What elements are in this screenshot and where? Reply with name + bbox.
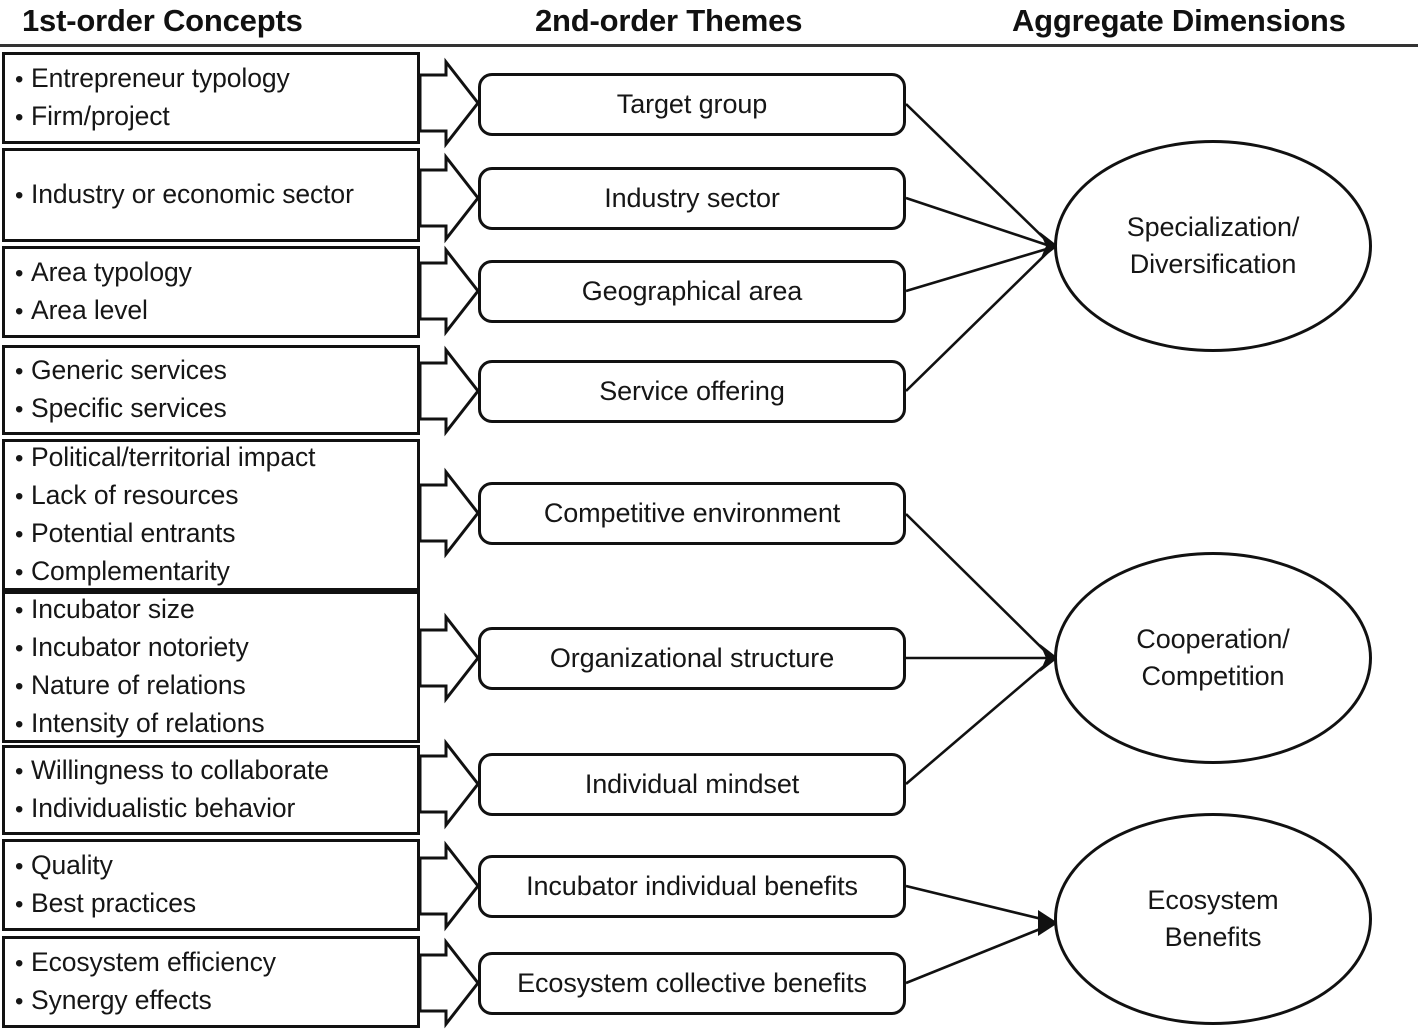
theme-label: Competitive environment — [543, 498, 841, 528]
concept-item: Area typology — [15, 254, 417, 292]
dimension-ellipse[interactable]: Cooperation/ Competition — [1054, 552, 1372, 764]
concept-item: Quality — [15, 847, 417, 885]
concept-item: Ecosystem efficiency — [15, 944, 417, 982]
block-arrow-c9-t9 — [418, 937, 480, 1029]
concept-item: Complementarity — [15, 553, 417, 591]
link-t3-d1 — [905, 246, 1051, 293]
theme-box[interactable]: Service offering — [478, 360, 906, 423]
link-t8-d3 — [905, 884, 1051, 923]
theme-label: Individual mindset — [584, 769, 800, 799]
block-arrow-c3-t3 — [418, 245, 480, 337]
block-arrow-c8-t8 — [418, 840, 480, 932]
dimension-label-line2: Benefits — [1164, 922, 1262, 952]
concept-item: Generic services — [15, 352, 417, 390]
block-arrow-c5-t5 — [418, 467, 480, 559]
concept-box[interactable]: Quality Best practices — [2, 839, 420, 931]
link-t2-d1 — [905, 196, 1051, 248]
theme-label: Geographical area — [581, 276, 803, 306]
column-header-second-order: 2nd-order Themes — [535, 3, 803, 38]
concept-box[interactable]: Entrepreneur typology Firm/project — [2, 52, 420, 144]
concept-box[interactable]: Political/territorial impact Lack of res… — [2, 439, 420, 591]
theme-box[interactable]: Individual mindset — [478, 753, 906, 816]
dimension-label-line2: Competition — [1141, 661, 1285, 691]
dimension-ellipse[interactable]: Ecosystem Benefits — [1054, 813, 1372, 1025]
theme-label: Organizational structure — [549, 643, 835, 673]
concept-item: Firm/project — [15, 98, 417, 136]
concept-item: Entrepreneur typology — [15, 60, 417, 98]
concept-item: Incubator notoriety — [15, 629, 417, 667]
concept-item: Political/territorial impact — [15, 439, 417, 477]
concept-item: Potential entrants — [15, 515, 417, 553]
concept-item: Industry or economic sector — [15, 176, 417, 214]
concept-box[interactable]: Willingness to collaborate Individualist… — [2, 745, 420, 835]
concept-item: Intensity of relations — [15, 705, 417, 743]
block-arrow-c2-t2 — [418, 152, 480, 244]
theme-box[interactable]: Incubator individual benefits — [478, 855, 906, 918]
column-header-first-order: 1st-order Concepts — [22, 3, 303, 38]
link-t1-d1 — [905, 103, 1051, 245]
link-t9-d3 — [905, 923, 1051, 985]
block-arrow-c4-t4 — [418, 345, 480, 437]
concept-item: Nature of relations — [15, 667, 417, 705]
concept-item: Incubator size — [15, 591, 417, 629]
concept-item: Lack of resources — [15, 477, 417, 515]
theme-label: Service offering — [599, 376, 785, 406]
block-arrow-c1-t1 — [418, 57, 480, 149]
link-t4-d1 — [905, 249, 1051, 392]
concept-box[interactable]: Industry or economic sector — [2, 148, 420, 242]
column-header-aggregate-dimensions: Aggregate Dimensions — [1012, 3, 1346, 38]
dimension-label-line1: Ecosystem — [1147, 885, 1279, 915]
theme-box[interactable]: Organizational structure — [478, 627, 906, 690]
dimension-label-line1: Cooperation/ — [1136, 624, 1290, 654]
theme-label: Target group — [616, 89, 768, 119]
theme-box[interactable]: Ecosystem collective benefits — [478, 952, 906, 1015]
concept-item: Synergy effects — [15, 982, 417, 1020]
concept-box[interactable]: Ecosystem efficiency Synergy effects — [2, 936, 420, 1028]
concept-box[interactable]: Generic services Specific services — [2, 345, 420, 435]
concept-box[interactable]: Incubator size Incubator notoriety Natur… — [2, 591, 420, 743]
concept-item: Area level — [15, 292, 417, 330]
theme-box[interactable]: Competitive environment — [478, 482, 906, 545]
theme-label: Incubator individual benefits — [526, 871, 858, 901]
theme-box[interactable]: Target group — [478, 73, 906, 136]
concept-box[interactable]: Area typology Area level — [2, 246, 420, 338]
link-t7-d2 — [905, 660, 1051, 785]
header-divider-rule — [0, 44, 1418, 47]
theme-box[interactable]: Geographical area — [478, 260, 906, 323]
concept-item: Specific services — [15, 390, 417, 428]
theme-label: Ecosystem collective benefits — [517, 968, 867, 998]
dimension-label-line1: Specialization/ — [1126, 212, 1300, 242]
concept-item: Willingness to collaborate — [15, 752, 417, 790]
theme-box[interactable]: Industry sector — [478, 167, 906, 230]
link-t5-d2 — [905, 513, 1051, 657]
dimension-label-line2: Diversification — [1129, 249, 1297, 279]
concept-item: Individualistic behavior — [15, 790, 417, 828]
concept-item: Best practices — [15, 885, 417, 923]
dimension-ellipse[interactable]: Specialization/ Diversification — [1054, 140, 1372, 352]
block-arrow-c6-t6 — [418, 612, 480, 704]
block-arrow-c7-t7 — [418, 738, 480, 830]
theme-label: Industry sector — [604, 183, 780, 213]
